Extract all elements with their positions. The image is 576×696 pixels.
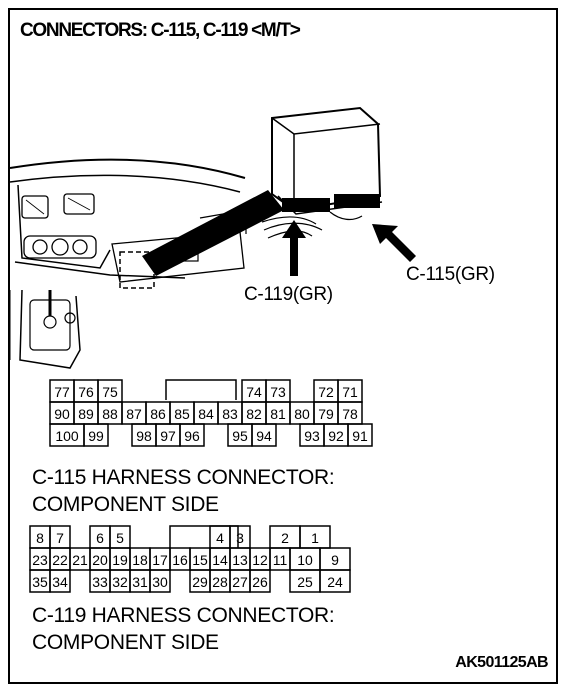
c115-pin-number: 92 xyxy=(328,428,344,444)
c119-pin-number: 21 xyxy=(72,552,88,568)
c115-pin-number: 86 xyxy=(150,406,166,422)
c119-pin-number: 8 xyxy=(36,530,44,546)
c115-pin-number: 83 xyxy=(222,406,238,422)
c115-pin-number: 84 xyxy=(198,406,214,422)
c115-cell xyxy=(347,423,373,447)
c119-pin-number: 17 xyxy=(152,552,168,568)
c119-pin-number: 4 xyxy=(216,530,224,546)
c119-pin-number: 13 xyxy=(232,552,248,568)
c119-pin-number: 15 xyxy=(192,552,208,568)
c119-pin-number: 29 xyxy=(192,574,208,590)
c119-cell xyxy=(49,569,71,593)
c115-pin-number: 76 xyxy=(78,384,94,400)
c115-pin-number: 82 xyxy=(246,406,262,422)
c119-pin-number: 11 xyxy=(273,552,288,568)
c115-pin-number: 94 xyxy=(256,428,272,444)
c115-caption-line2: COMPONENT SIDE xyxy=(32,493,219,516)
c115-pin-number: 78 xyxy=(342,406,358,422)
c119-pin-number: 19 xyxy=(112,552,128,568)
c119-pin-number: 35 xyxy=(32,574,48,590)
c115-pin-number: 81 xyxy=(270,406,286,422)
c115-pin-number: 99 xyxy=(88,428,104,444)
c119-pin-number: 7 xyxy=(56,530,64,546)
c115-pin-number: 98 xyxy=(136,428,152,444)
c119-pin-number: 30 xyxy=(152,574,168,590)
c115-pin-number: 100 xyxy=(55,428,79,444)
c115-cell xyxy=(204,424,228,446)
c119-pin-number: 9 xyxy=(331,552,339,568)
c115-pin-number: 85 xyxy=(174,406,190,422)
c119-pin-number: 2 xyxy=(281,530,289,546)
c119-pin-number: 10 xyxy=(297,552,313,568)
c115-cell xyxy=(83,423,109,447)
c119-caption: C-119 HARNESS CONNECTOR: COMPONENT SIDE xyxy=(32,602,335,656)
c119-caption-line2: COMPONENT SIDE xyxy=(32,631,219,654)
c119-pin-number: 32 xyxy=(112,574,128,590)
c115-callout-label: C-115(GR) xyxy=(406,264,495,285)
c115-caption: C-115 HARNESS CONNECTOR: COMPONENT SIDE xyxy=(32,464,335,518)
c115-cell xyxy=(108,424,132,446)
c115-cell xyxy=(179,423,205,447)
c119-pin-number: 26 xyxy=(252,574,268,590)
c119-pin-number: 18 xyxy=(132,552,148,568)
c115-pin-number: 71 xyxy=(342,384,358,400)
c119-caption-line1: C-119 HARNESS CONNECTOR: xyxy=(32,604,335,627)
c119-pin-number: 12 xyxy=(252,552,268,568)
diagram-frame xyxy=(8,8,558,684)
c115-key-outline xyxy=(165,379,237,400)
diagram-title: CONNECTORS: C-115, C-119 <M/T> xyxy=(20,20,301,41)
c115-pin-number: 97 xyxy=(160,428,176,444)
c119-callout-label: C-119(GR) xyxy=(244,284,333,305)
c119-pin-number: 6 xyxy=(96,530,104,546)
c115-pin-number: 77 xyxy=(54,384,70,400)
c115-pin-number: 88 xyxy=(102,406,118,422)
c119-pin-number: 1 xyxy=(311,530,319,546)
c115-pin-number: 79 xyxy=(318,406,334,422)
c119-pin-number: 34 xyxy=(52,574,68,590)
c115-pin-number: 72 xyxy=(318,384,334,400)
c115-pin-number: 74 xyxy=(246,384,262,400)
c115-pin-number: 93 xyxy=(304,428,320,444)
c115-pin-number: 87 xyxy=(126,406,142,422)
c119-cell xyxy=(70,570,90,592)
c119-pin-number: 27 xyxy=(232,574,248,590)
c119-pin-number: 28 xyxy=(212,574,228,590)
c119-cell xyxy=(249,569,271,593)
c119-pin-number: 31 xyxy=(132,574,148,590)
c115-pin-number: 96 xyxy=(184,428,200,444)
c115-pin-number: 95 xyxy=(232,428,248,444)
c115-caption-line1: C-115 HARNESS CONNECTOR: xyxy=(32,466,335,489)
c119-pin-number: 14 xyxy=(212,552,228,568)
c119-cell xyxy=(170,570,190,592)
c115-cell xyxy=(276,424,300,446)
c119-pin-number: 5 xyxy=(116,530,124,546)
c119-pin-number: 23 xyxy=(32,552,48,568)
c115-pin-number: 91 xyxy=(352,428,368,444)
c119-key-outline xyxy=(169,525,239,548)
c119-cell xyxy=(319,569,351,593)
c119-pin-number: 3 xyxy=(236,530,244,546)
c115-pin-number: 89 xyxy=(78,406,94,422)
c115-pin-number: 80 xyxy=(294,406,310,422)
c115-pin-number: 90 xyxy=(54,406,70,422)
reference-code: AK501125AB xyxy=(455,654,548,671)
c119-cell xyxy=(149,569,171,593)
c119-pin-number: 33 xyxy=(92,574,108,590)
c115-pin-number: 73 xyxy=(270,384,286,400)
c115-pin-number: 75 xyxy=(102,384,118,400)
c119-pin-number: 20 xyxy=(92,552,108,568)
dashboard-illustration xyxy=(9,106,416,369)
c119-pin-number: 25 xyxy=(297,574,313,590)
c115-cell xyxy=(251,423,277,447)
c119-pin-number: 24 xyxy=(327,574,343,590)
c119-cell xyxy=(270,570,290,592)
c119-pin-number: 16 xyxy=(172,552,188,568)
c119-pin-number: 22 xyxy=(52,552,68,568)
